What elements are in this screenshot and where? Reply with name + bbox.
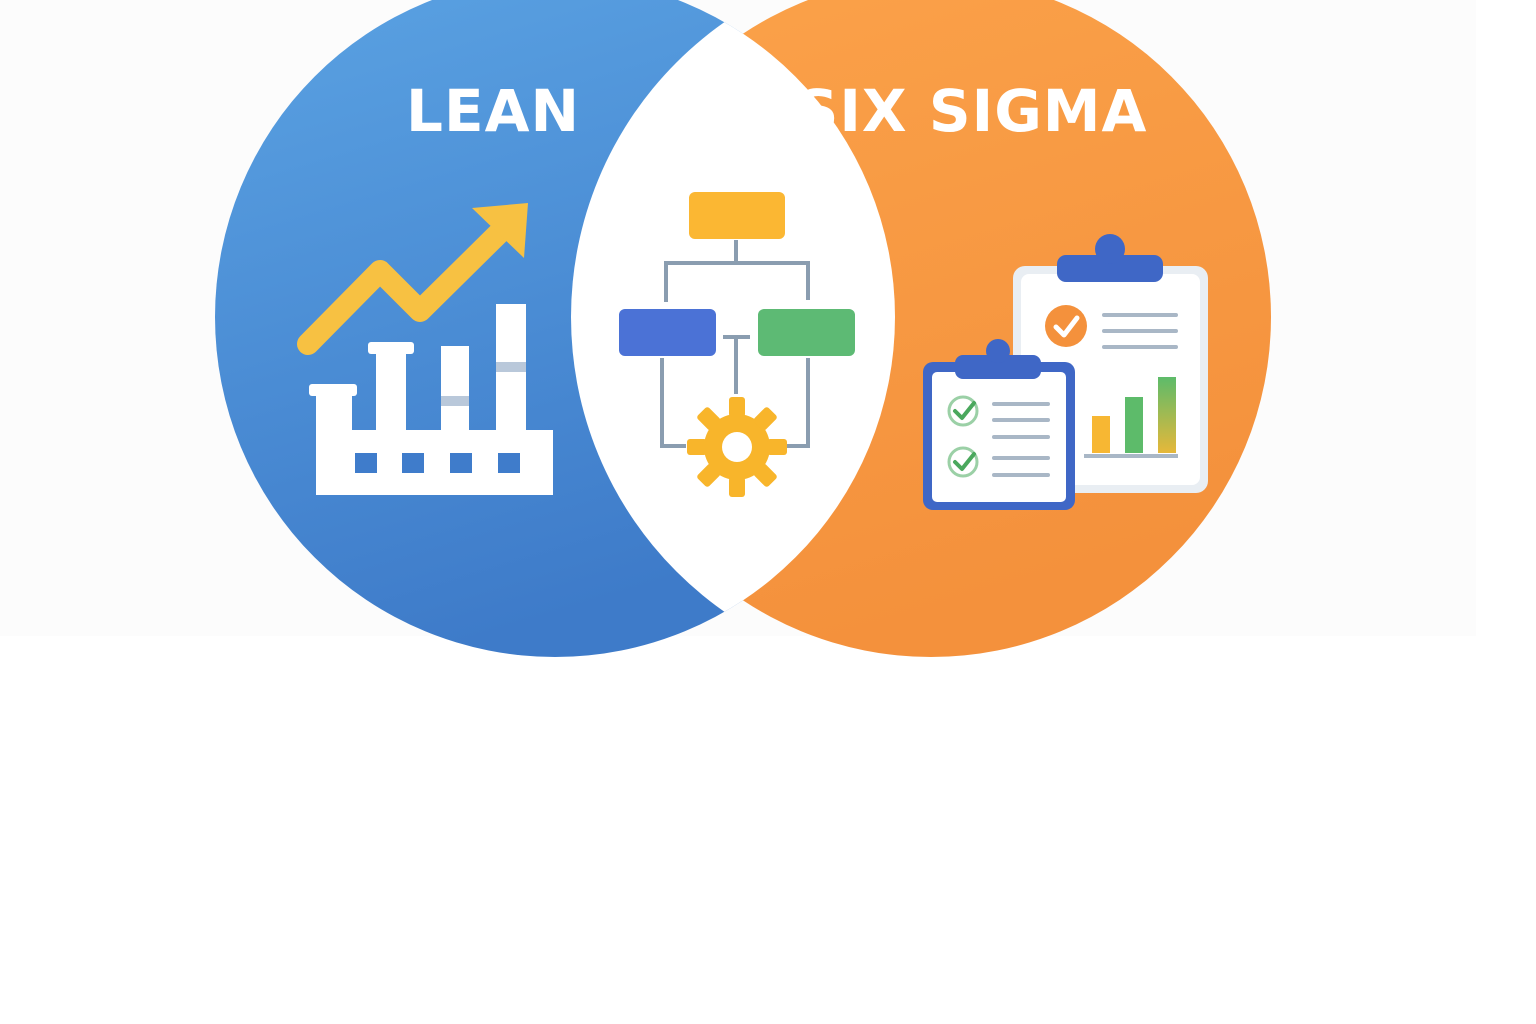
six-sigma-label: SIX SIGMA	[797, 77, 1148, 145]
clipboard-checklist-icon	[923, 339, 1075, 510]
bar-chart-icon	[1084, 377, 1178, 458]
check-icon	[947, 395, 979, 427]
lean-label: LEAN	[406, 77, 580, 145]
check-icon	[947, 446, 979, 478]
overlap-region	[571, 0, 895, 657]
trend-up-arrow-icon	[297, 203, 528, 355]
factory-icon	[309, 304, 553, 495]
process-flowchart-icon	[619, 192, 855, 448]
gear-icon	[687, 397, 787, 497]
